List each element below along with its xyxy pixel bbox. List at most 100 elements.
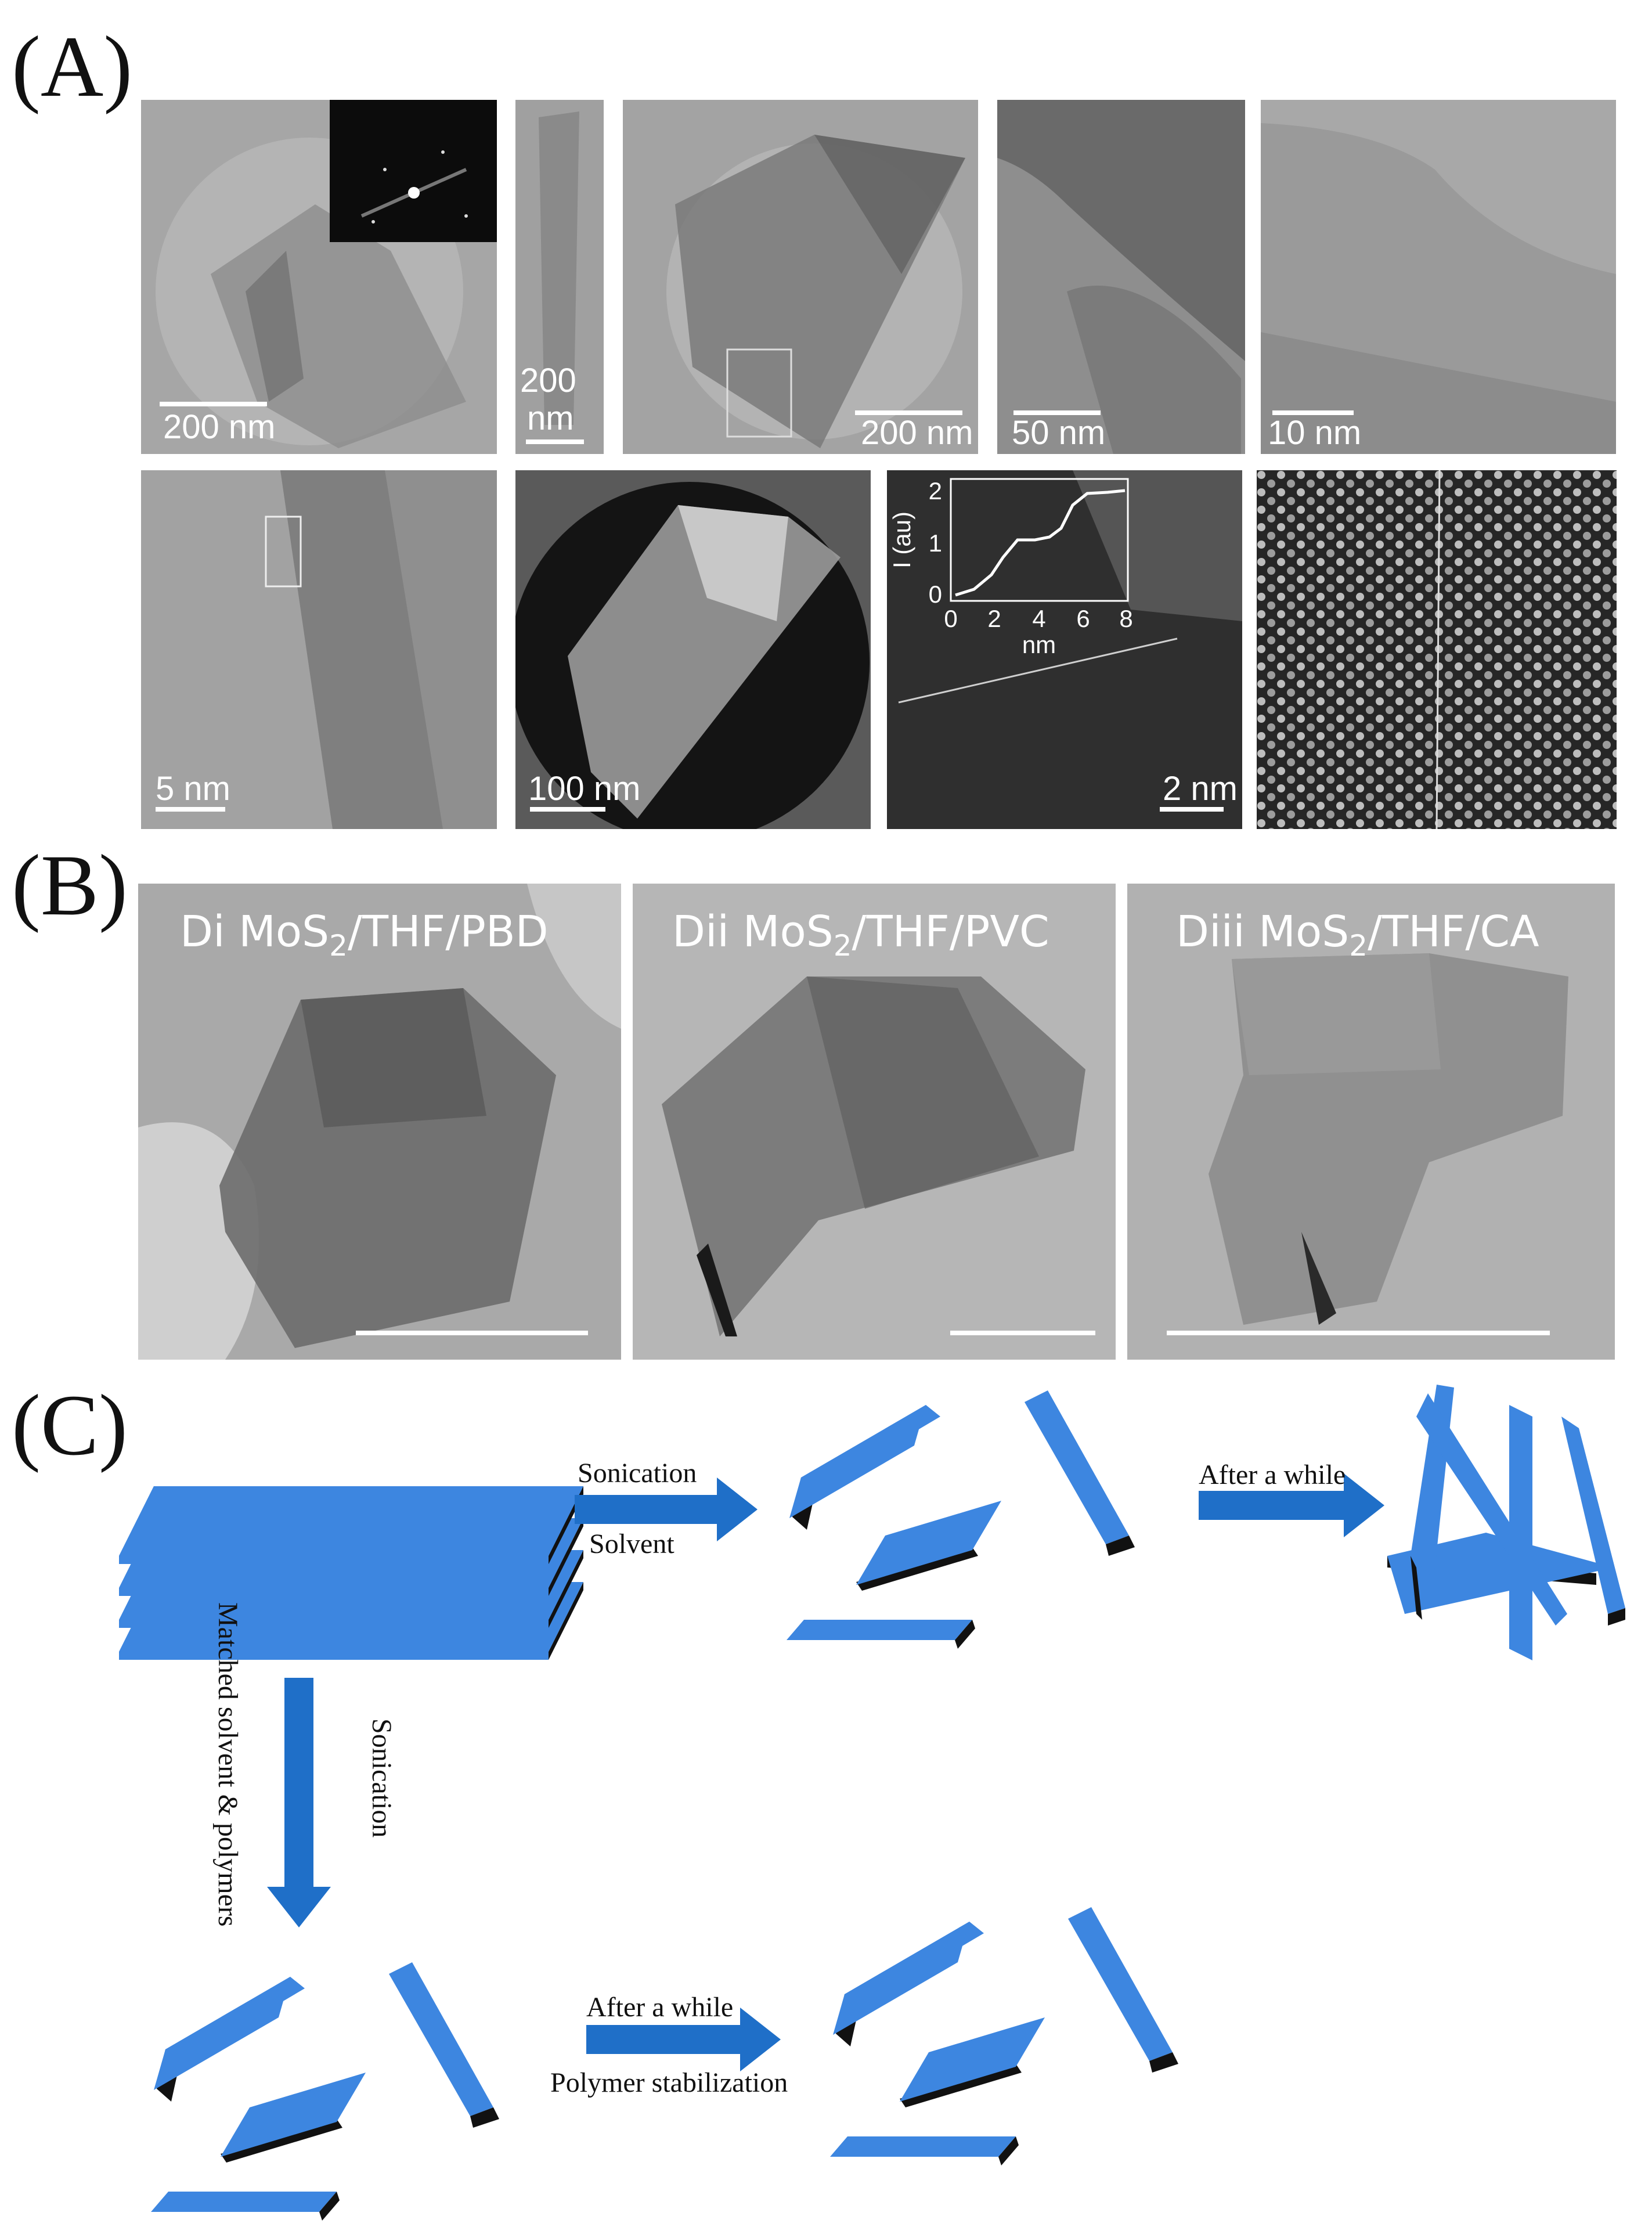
scalebar-line [160, 402, 267, 406]
label-after-while-top: After a while [1199, 1460, 1346, 1490]
tem-image-b3: Diii MoS2/THF/CA [1127, 884, 1615, 1360]
scalebar-line [156, 807, 225, 812]
scalebar-line [356, 1331, 588, 1335]
stacked-sheet-front [119, 1588, 549, 1596]
scalebar-label: 10 nm [1268, 414, 1362, 452]
label-sonication-top: Sonication [578, 1458, 697, 1489]
stacked-sheet-top [119, 1486, 583, 1556]
scalebar-line [855, 410, 962, 415]
tem-image-a7: 100 nm [515, 470, 871, 829]
restacked-sheet-edge [1411, 1556, 1422, 1620]
arrow-sonication-solvent [575, 1478, 758, 1541]
tem-image-a9 [1257, 470, 1617, 829]
image-label: Dii MoS2/THF/PVC [672, 907, 1049, 963]
stacked-sheet-top-front [119, 1556, 549, 1564]
stabilized-sheet-initial-edge [319, 2192, 340, 2221]
label-prefix: Di MoS [180, 907, 330, 957]
profile-ytick: 2 [929, 477, 942, 505]
stabilized-sheet-final [830, 2136, 1016, 2157]
tem-image-a1: 200 nm [141, 100, 497, 454]
tem-image-a4: 50 nm [997, 100, 1245, 454]
scalebar-label: 5 nm [156, 770, 230, 808]
label-subscript: 2 [833, 928, 852, 963]
stabilized-sheet-initial-edge [470, 2107, 499, 2128]
image-label: Diii MoS2/THF/CA [1176, 907, 1539, 963]
stacked-sheet-edge [549, 1550, 583, 1628]
stabilized-sheet-final [1068, 1907, 1173, 2061]
dispersed-sheet-edge [856, 1547, 978, 1591]
stacked-sheet-edge [549, 1582, 583, 1660]
label-prefix: Dii MoS [672, 907, 834, 957]
stabilized-sheet-initial [154, 1977, 290, 2090]
scalebar-line [1272, 410, 1354, 415]
label-suffix: /THF/PVC [852, 907, 1049, 957]
scalebar-label: 200 nm [163, 408, 276, 446]
scalebar-label: 50 nm [1012, 414, 1106, 452]
stabilized-sheet-initial [221, 2073, 366, 2157]
stabilized-sheet-initial-edge [221, 2119, 342, 2163]
panel-b-label: (B) [12, 837, 128, 934]
stacked-sheet-edge [549, 1518, 583, 1596]
restacked-sheet [1509, 1405, 1532, 1660]
dispersed-sheet [856, 1501, 1001, 1585]
scalebar-label: nm [527, 399, 574, 437]
label-prefix: Diii MoS [1176, 907, 1350, 957]
dispersed-sheet-edge [955, 1620, 975, 1649]
stabilized-sheet-initial [389, 1962, 493, 2116]
label-after-while-bottom: After a while [586, 1992, 734, 2023]
scalebar-line [950, 1331, 1095, 1335]
stabilized-sheet-final-edge [998, 2136, 1019, 2165]
scalebar-line [1160, 807, 1224, 812]
panel-c-label: (C) [12, 1377, 128, 1473]
label-subscript: 2 [1349, 928, 1368, 963]
stabilized-sheet-final [900, 2017, 1045, 2102]
profile-xtick: 8 [1119, 605, 1132, 632]
profile-ytick: 0 [929, 581, 942, 608]
stabilized-sheet-initial [151, 2192, 337, 2212]
dispersed-sheet [1025, 1390, 1129, 1544]
profile-xtick: 4 [1032, 605, 1045, 632]
dispersed-sheet [787, 1620, 972, 1640]
label-polymer-stabilization: Polymer stabilization [550, 2067, 788, 2098]
tem-image-a6: 5 nm [141, 470, 497, 829]
arrow-after-while-top [1199, 1473, 1384, 1537]
label-suffix: /THF/CA [1368, 907, 1539, 957]
stabilized-sheet-final [833, 1922, 969, 2035]
panel-a-label: (A) [12, 19, 133, 115]
stabilized-sheet-final-edge [900, 2064, 1022, 2107]
stacked-sheet-front [119, 1620, 549, 1628]
scalebar-line [1013, 410, 1101, 415]
restacked-sheet [1561, 1417, 1625, 1614]
stacked-sheet-front [119, 1652, 549, 1660]
tem-image-a5: 10 nm [1261, 100, 1616, 454]
arrow-polymer-stabilization [586, 2008, 781, 2071]
profile-ylabel: I (au) [888, 511, 915, 568]
label-solvent: Solvent [589, 1529, 674, 1559]
profile-xtick: 6 [1076, 605, 1090, 632]
scalebar-label: 2 nm [1163, 770, 1238, 808]
dispersed-sheet [789, 1405, 926, 1518]
stabilized-sheet-final-edge [1149, 2052, 1178, 2073]
profile-ytick: 1 [929, 529, 942, 557]
label-subscript: 2 [329, 928, 348, 963]
profile-xlabel: nm [1022, 631, 1056, 658]
image-label: Di MoS2/THF/PBD [180, 907, 549, 963]
label-sonication-vertical: Sonication [366, 1718, 397, 1838]
scalebar-line [1167, 1331, 1550, 1335]
restacked-sheet-edge [1608, 1608, 1625, 1626]
scalebar-label: 100 nm [528, 770, 641, 808]
tem-image-b1: Di MoS2/THF/PBD [138, 884, 621, 1360]
scalebar-label: 200 [520, 362, 576, 399]
tem-image-a8: 0 2 4 6 8 nm 0 1 2 I (au) 2 nm [887, 470, 1242, 829]
scalebar-line [530, 807, 605, 812]
restacked-sheet [1387, 1533, 1614, 1614]
label-suffix: /THF/PBD [347, 907, 549, 957]
arrow-matched-solvent [267, 1678, 331, 1927]
tem-image-a2: 200 nm [515, 100, 604, 454]
tem-image-b2: Dii MoS2/THF/PVC [633, 884, 1116, 1360]
profile-xtick: 2 [987, 605, 1001, 632]
scalebar-line [526, 439, 584, 444]
label-matched-solvent: Matched solvent & polymers [212, 1602, 243, 1927]
dispersed-sheet-edge [1106, 1536, 1135, 1556]
